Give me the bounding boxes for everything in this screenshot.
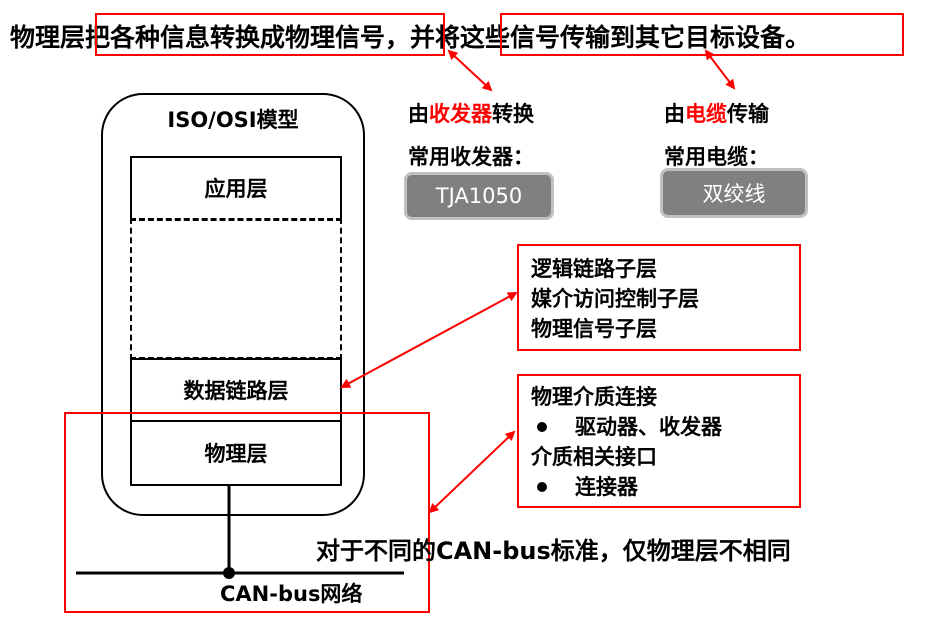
- application-layer: 应用层: [130, 156, 342, 220]
- medium-dependent-interface: 介质相关接口: [531, 445, 657, 469]
- top-suffix: 。: [785, 23, 811, 52]
- omitted-layers: [130, 218, 342, 360]
- transceiver-example: TJA1050: [435, 184, 523, 208]
- arrow-transceiver: [447, 49, 493, 92]
- bullet-item-text: 连接器: [575, 475, 638, 499]
- physical-layer-label: 物理层: [204, 442, 268, 466]
- physical-layer: 物理层: [130, 420, 342, 486]
- bullet-item: 连接器: [531, 472, 799, 502]
- highlight-box-part1: [95, 13, 445, 56]
- network-label: CAN-bus网络: [220, 582, 363, 606]
- transceiver-heading: 由收发器转换: [408, 98, 534, 128]
- physical-components-box: 物理介质连接 驱动器、收发器 介质相关接口 连接器: [517, 374, 801, 508]
- cable-highlight: 电缆: [685, 102, 727, 126]
- physical-medium-connection: 物理介质连接: [531, 385, 657, 409]
- bus-junction-dot: [223, 567, 235, 579]
- cable-suffix: 传输: [727, 102, 769, 126]
- data-link-sublayers-box: 逻辑链路子层 媒介访问控制子层 物理信号子层: [517, 244, 801, 351]
- arrow-cable: [704, 49, 736, 90]
- sublayer-item: 逻辑链路子层: [531, 257, 657, 281]
- cable-prefix: 由: [664, 102, 685, 126]
- transceiver-common-label: 常用收发器：: [408, 145, 534, 169]
- arrow-physical: [428, 430, 516, 514]
- top-sentence: 物理层把各种信息转换成物理信号，并将这些信号传输到其它目标设备。: [10, 18, 810, 54]
- transceiver-suffix: 转换: [492, 102, 534, 126]
- bullet-item-text: 驱动器、收发器: [575, 415, 722, 439]
- top-part1: 把各种信息转换成物理信号: [85, 23, 386, 52]
- bullet-icon: [537, 422, 547, 432]
- data-link-layer: 数据链路层: [130, 358, 342, 422]
- cable-example: 双绞线: [702, 182, 766, 206]
- top-prefix: 物理层: [10, 23, 86, 52]
- arrow-data-link: [340, 292, 518, 388]
- data-link-layer-label: 数据链路层: [183, 379, 289, 403]
- application-layer-label: 应用层: [204, 177, 268, 201]
- transceiver-example-pill: TJA1050: [404, 172, 554, 220]
- standard-note: 对于不同的CAN-bus标准，仅物理层不相同: [316, 537, 791, 565]
- transceiver-prefix: 由: [408, 102, 429, 126]
- top-middle: ，并: [385, 23, 436, 52]
- cable-common-label: 常用电缆：: [664, 145, 769, 169]
- cable-example-pill: 双绞线: [660, 168, 808, 218]
- sublayer-item: 媒介访问控制子层: [531, 287, 699, 311]
- top-part2: 将这些信号传输到其它目标设备: [435, 23, 786, 52]
- highlight-box-part2: [500, 13, 904, 56]
- osi-model-title: ISO/OSI模型: [167, 108, 299, 132]
- bullet-item: 驱动器、收发器: [531, 412, 799, 442]
- cable-heading: 由电缆传输: [664, 98, 769, 128]
- transceiver-highlight: 收发器: [429, 102, 492, 126]
- bullet-icon: [537, 482, 547, 492]
- sublayer-item: 物理信号子层: [531, 317, 657, 341]
